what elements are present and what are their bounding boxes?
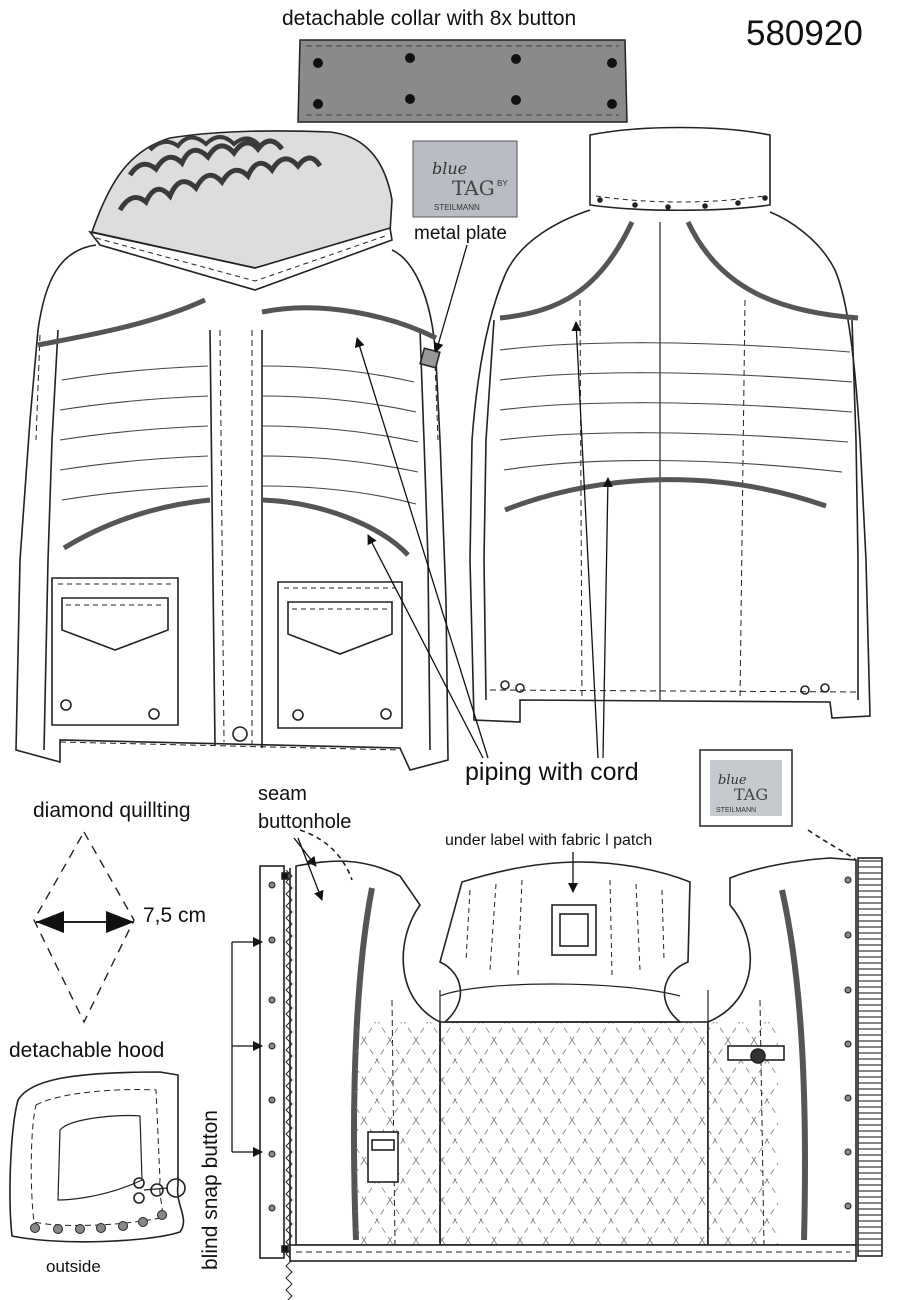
diamond-quilting-label: diamond quillting bbox=[33, 799, 191, 822]
piping-label: piping with cord bbox=[465, 758, 639, 786]
buttonhole-label: buttonhole bbox=[258, 811, 352, 833]
detachable-hood bbox=[9, 1071, 186, 1243]
svg-text:STEILMANN: STEILMANN bbox=[716, 807, 756, 814]
collar-buttons bbox=[313, 53, 617, 109]
brand-logo-bottom: blue TAG STEILMANN bbox=[699, 749, 793, 827]
callout-arrows bbox=[354, 244, 613, 759]
inside-right-piping bbox=[779, 889, 809, 1241]
front-waist-piping-right bbox=[261, 497, 410, 557]
front-waist-piping-left bbox=[62, 497, 211, 551]
front-yoke-piping-left bbox=[37, 297, 207, 348]
under-label-patch bbox=[551, 904, 597, 956]
detachable-collar bbox=[297, 39, 628, 123]
brand-logo-top: blue TAG BY STEILMANN bbox=[412, 140, 518, 218]
svg-text:blue: blue bbox=[432, 159, 467, 178]
inside-lining-view bbox=[259, 829, 883, 1300]
diamond-size-label: 7,5 cm bbox=[143, 904, 207, 927]
inside-arrows bbox=[231, 837, 578, 1157]
outside-label: outside bbox=[46, 1257, 101, 1276]
front-jacket bbox=[15, 130, 449, 771]
diamond-quilting-symbol bbox=[33, 830, 135, 1024]
article-number: 580920 bbox=[746, 14, 863, 53]
svg-text:STEILMANN: STEILMANN bbox=[434, 203, 480, 212]
svg-text:TAG: TAG bbox=[452, 176, 495, 200]
front-pocket-left bbox=[51, 577, 179, 726]
metal-plate-label: metal plate bbox=[414, 223, 507, 244]
back-collar bbox=[589, 126, 771, 212]
back-yoke-piping bbox=[499, 220, 859, 321]
hood-label: detachable hood bbox=[9, 1039, 165, 1062]
under-label-text: under label with fabric l patch bbox=[445, 832, 653, 849]
front-yoke-piping-right bbox=[261, 305, 438, 341]
blind-snap-label: blind snap button bbox=[199, 1110, 222, 1270]
svg-text:TAG: TAG bbox=[734, 785, 768, 804]
collar-label: detachable collar with 8x button bbox=[282, 7, 577, 30]
back-jacket bbox=[469, 126, 871, 723]
metal-plate-marker bbox=[419, 347, 441, 369]
back-waist-piping bbox=[504, 477, 827, 513]
seam-label: seam bbox=[258, 783, 307, 805]
svg-text:blue: blue bbox=[718, 773, 747, 788]
front-pocket-right bbox=[277, 581, 403, 729]
svg-text:BY: BY bbox=[497, 179, 508, 188]
